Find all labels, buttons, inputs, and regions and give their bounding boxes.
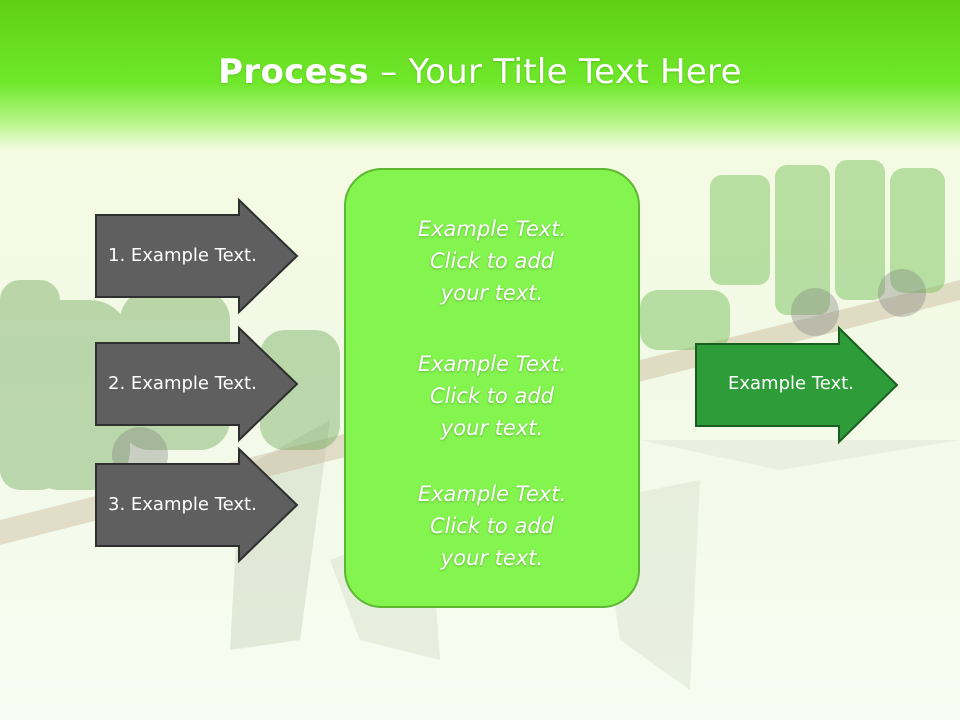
center-content-box[interactable] (344, 168, 640, 608)
center-block-1-line-3: your text. (440, 281, 544, 305)
center-block-2-line-3: your text. (440, 416, 544, 440)
center-block-2-line-2: Click to add (429, 384, 554, 408)
center-block-2-line-1: Example Text. (417, 352, 567, 376)
title-rest: – Your Title Text Here (369, 52, 742, 92)
header-band (0, 0, 960, 150)
right-arrow[interactable] (694, 325, 900, 445)
title-bold: Process (218, 52, 370, 92)
left-arrow-1[interactable] (94, 197, 300, 315)
left-arrow-2[interactable] (94, 325, 300, 443)
center-text-block-3[interactable]: Example Text. Click to add your text. (344, 478, 640, 574)
center-block-1-line-1: Example Text. (417, 217, 567, 241)
left-arrow-3[interactable] (94, 446, 300, 564)
center-block-3-line-1: Example Text. (417, 482, 567, 506)
right-arrow-label: Example Text. (728, 373, 854, 394)
slide-title: Process – Your Title Text Here (0, 52, 960, 92)
left-arrow-2-label: 2. Example Text. (108, 373, 257, 394)
center-block-3-line-3: your text. (440, 546, 544, 570)
left-arrow-3-label: 3. Example Text. (108, 494, 257, 515)
center-text-block-2[interactable]: Example Text. Click to add your text. (344, 348, 640, 444)
center-block-3-line-2: Click to add (429, 514, 554, 538)
left-arrow-1-label: 1. Example Text. (108, 245, 257, 266)
center-block-1-line-2: Click to add (429, 249, 554, 273)
center-text-block-1[interactable]: Example Text. Click to add your text. (344, 213, 640, 309)
